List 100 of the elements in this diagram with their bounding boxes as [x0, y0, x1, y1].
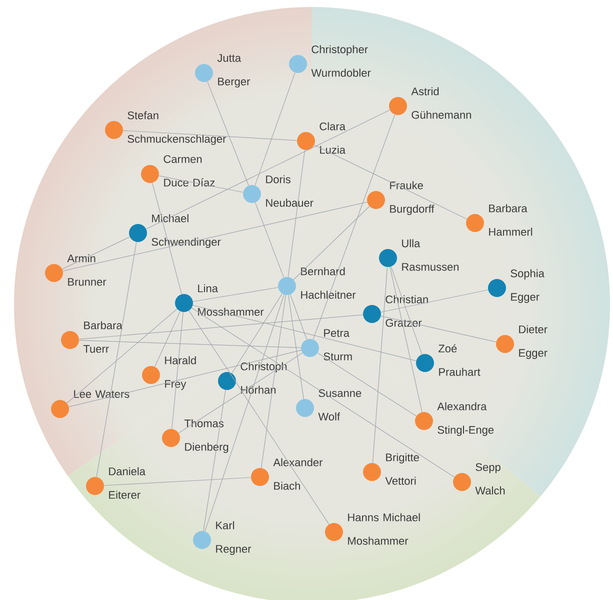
node-label: Karl Regner	[216, 521, 252, 555]
connection-line	[66, 308, 178, 404]
connection-line	[314, 144, 468, 220]
node-label: Barbara Tuerr	[83, 321, 122, 353]
connection-line	[172, 312, 184, 430]
node-label: Astrid Gühnemann	[411, 87, 472, 119]
node-label: Dieter Egger	[519, 325, 548, 359]
network-node: Jutta Berger	[195, 54, 250, 88]
node-label: Michael Schwendinger	[152, 214, 221, 248]
network-node: Hanns Michael Moshammer	[325, 513, 420, 545]
network-node: Armin Brunner	[45, 254, 106, 286]
network-node: Astrid Gühnemann	[389, 87, 472, 119]
network-node: Petra Sturm	[301, 329, 352, 360]
node-label: Ulla Rasmussen	[402, 239, 459, 271]
network-node: Sepp Walch	[453, 463, 505, 494]
connection-line	[188, 310, 330, 525]
connection-line	[96, 242, 137, 478]
connection-line	[154, 311, 180, 367]
node-label: Alexandra Stingl-Enge	[437, 402, 494, 436]
node-label: Bernhard Hachleitner	[301, 267, 356, 299]
connection-line	[104, 477, 252, 486]
network-node: Bernhard Hachleitner	[278, 267, 356, 299]
network-node: Daniela Eiterer	[86, 467, 146, 499]
network-node: Frauke Burgdorff	[367, 181, 434, 215]
connection-line	[312, 114, 396, 340]
connection-line	[390, 266, 422, 412]
connection-line	[62, 202, 368, 272]
network-node: Karl Regner	[193, 521, 252, 555]
connection-line	[178, 352, 303, 434]
node-label: Barbara Hammerl	[489, 204, 532, 236]
network-node: Zoé Prauhart	[416, 344, 480, 376]
node-label: Lina Mosshammer	[198, 284, 264, 316]
connection-line	[254, 202, 284, 278]
connection-line	[261, 294, 286, 468]
connection-line	[254, 72, 296, 186]
network-node: Harald Frey	[142, 356, 196, 390]
network-node: Clara Luzia	[297, 122, 346, 154]
node-label: Christopher Wurmdobler	[311, 45, 371, 77]
connection-line	[78, 314, 364, 340]
node-label: Thomas Dienberg	[184, 419, 228, 453]
connection-line	[192, 287, 278, 302]
connection-line	[372, 266, 388, 464]
node-label: Frauke Burgdorff	[390, 181, 434, 215]
node-label: Doris Neubauer	[266, 175, 314, 207]
connection-line	[390, 266, 422, 355]
network-node: Doris Neubauer	[243, 175, 314, 207]
connection-line	[380, 290, 488, 312]
connection-line	[380, 316, 496, 342]
node-label: Stefan Schmuckenschlager	[128, 111, 226, 145]
node-label: Zoé Prauhart	[438, 344, 480, 376]
connection-line	[232, 293, 282, 374]
connection-line	[158, 175, 244, 193]
node-label: Susanne Wolf	[318, 389, 362, 420]
network-node: Michael Schwendinger	[129, 214, 221, 248]
node-label: Hanns Michael Moshammer	[348, 513, 420, 545]
network-node: Brigitte Vettori	[363, 453, 419, 485]
node-label: Lee Waters	[74, 390, 130, 398]
network-node: Sophia Egger	[488, 269, 544, 303]
network-node: Alexander Biach	[251, 458, 323, 490]
connection-line	[152, 182, 182, 294]
node-label: Alexander Biach	[273, 458, 323, 490]
connection-line	[78, 340, 302, 348]
network-node: Christopher Wurmdobler	[289, 45, 371, 77]
node-label: Daniela Eiterer	[109, 467, 146, 499]
node-label: Armin Brunner	[67, 254, 106, 286]
node-label: Sepp Walch	[475, 463, 505, 494]
node-label: Harald Frey	[165, 356, 196, 390]
connection-line	[288, 294, 304, 400]
node-label: Christoph Hörhan	[240, 362, 287, 394]
connection-line	[122, 130, 298, 141]
network-node: Christian Gratzer	[363, 295, 428, 327]
network-node: Carmen Duce Díaz	[141, 155, 215, 186]
connection-line	[62, 236, 130, 270]
node-label: Sophia Egger	[510, 269, 544, 303]
connection-line	[293, 206, 370, 280]
network-node: Dieter Egger	[496, 325, 548, 359]
network-node: Christoph Hörhan	[218, 362, 287, 394]
network-node: Barbara Tuerr	[61, 321, 122, 353]
connection-line	[288, 150, 306, 278]
network-node: Thomas Dienberg	[162, 419, 228, 453]
network-node: Susanne Wolf	[296, 389, 362, 420]
network-node: Lina Mosshammer	[175, 284, 264, 316]
node-label: Christian Gratzer	[386, 295, 428, 327]
connection-line	[204, 294, 284, 532]
node-label: Clara Luzia	[320, 122, 346, 154]
network-node: Ulla Rasmussen	[379, 239, 459, 271]
connection-line	[146, 110, 390, 230]
network-node: Lee Waters	[51, 390, 130, 418]
network-node: Barbara Hammerl	[466, 204, 532, 236]
connection-line	[203, 390, 226, 532]
network-node: Alexandra Stingl-Enge	[415, 402, 494, 436]
connection-line	[207, 81, 249, 186]
connection-line	[290, 294, 308, 340]
node-label: Jutta Berger	[217, 54, 250, 88]
connection-line	[68, 350, 302, 408]
network-node: Stefan Schmuckenschlager	[105, 111, 226, 145]
node-label: Carmen Duce Díaz	[164, 155, 215, 186]
node-label: Brigitte Vettori	[385, 453, 419, 485]
connection-line	[191, 308, 455, 478]
connection-line	[317, 352, 417, 416]
